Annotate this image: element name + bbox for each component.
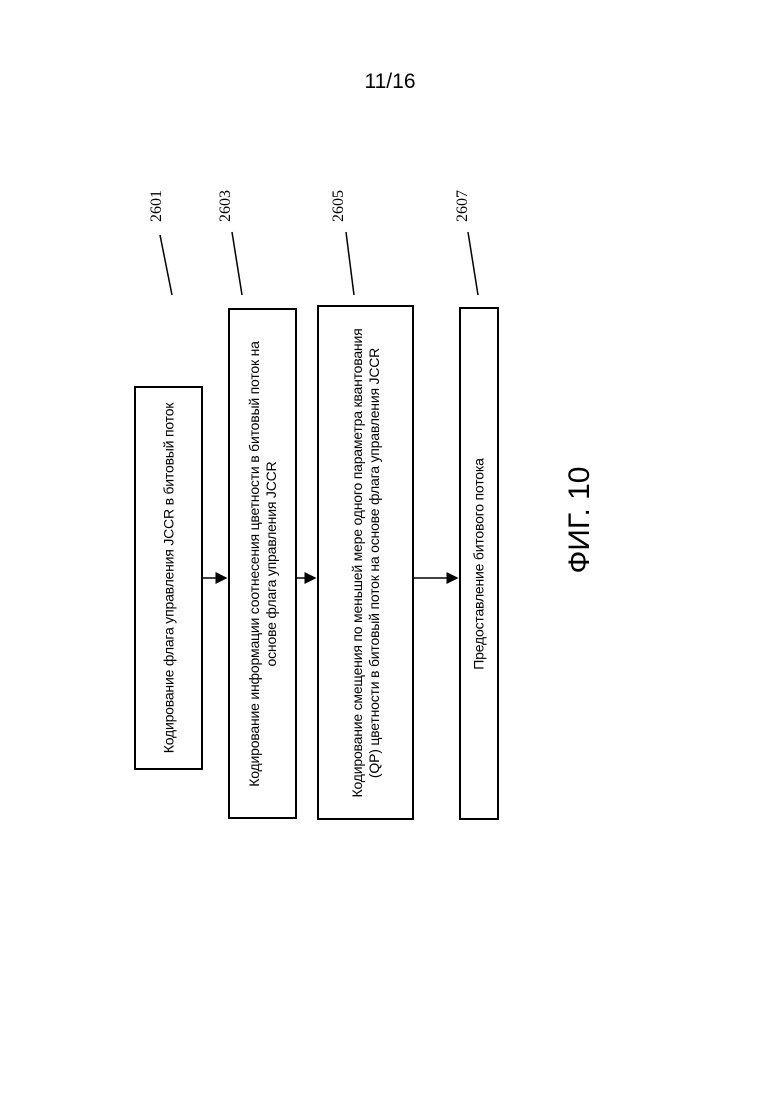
leader-line-2607 xyxy=(468,232,478,295)
figure-caption: ФИГ. 10 xyxy=(563,440,597,600)
leader-line-2605 xyxy=(346,232,354,295)
leader-line-2601 xyxy=(160,235,172,295)
leader-line-2603 xyxy=(232,232,242,295)
